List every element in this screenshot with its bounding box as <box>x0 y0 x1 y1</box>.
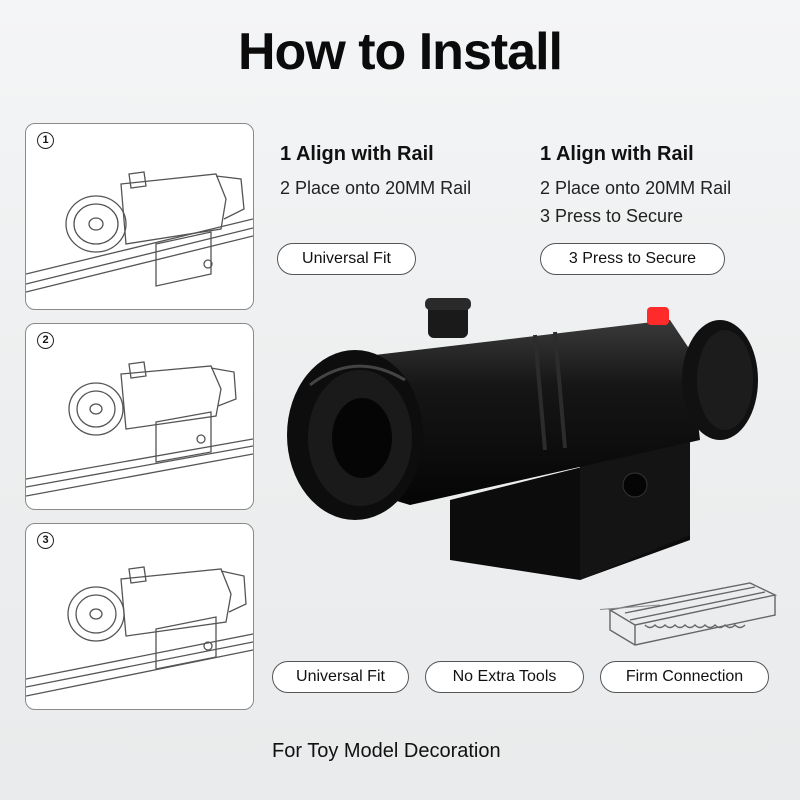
step-panel-1: 1 <box>25 123 254 310</box>
step-number: 2 <box>37 332 54 349</box>
rail-mount-icon <box>600 582 778 646</box>
col2-pill: 3 Press to Secure <box>540 243 725 275</box>
col1-title: 1 Align with Rail <box>280 143 434 165</box>
sight-on-rail-drawing <box>26 361 253 497</box>
col1-line-1: 2 Place onto 20MM Rail <box>280 178 472 198</box>
col1-pill: Universal Fit <box>277 243 416 275</box>
footer-caption: For Toy Model Decoration <box>272 740 501 762</box>
col2-title: 1 Align with Rail <box>540 143 694 165</box>
feature-pill-no-extra-tools: No Extra Tools <box>425 661 584 693</box>
step-panel-2: 2 <box>25 323 254 510</box>
col2-line-2: 3 Press to Secure <box>540 206 684 226</box>
step-number: 1 <box>37 132 54 149</box>
step-number: 3 <box>37 532 54 549</box>
page-title: How to Install <box>238 23 563 81</box>
feature-pill-universal-fit: Universal Fit <box>272 661 409 693</box>
col2-line-1: 2 Place onto 20MM Rail <box>540 178 732 198</box>
sight-on-rail-drawing <box>26 171 253 293</box>
feature-pill-firm-connection: Firm Connection <box>600 661 769 693</box>
sight-on-rail-drawing <box>26 566 253 697</box>
step-panel-3: 3 <box>25 523 254 710</box>
laser-sight-product-image <box>287 298 758 580</box>
